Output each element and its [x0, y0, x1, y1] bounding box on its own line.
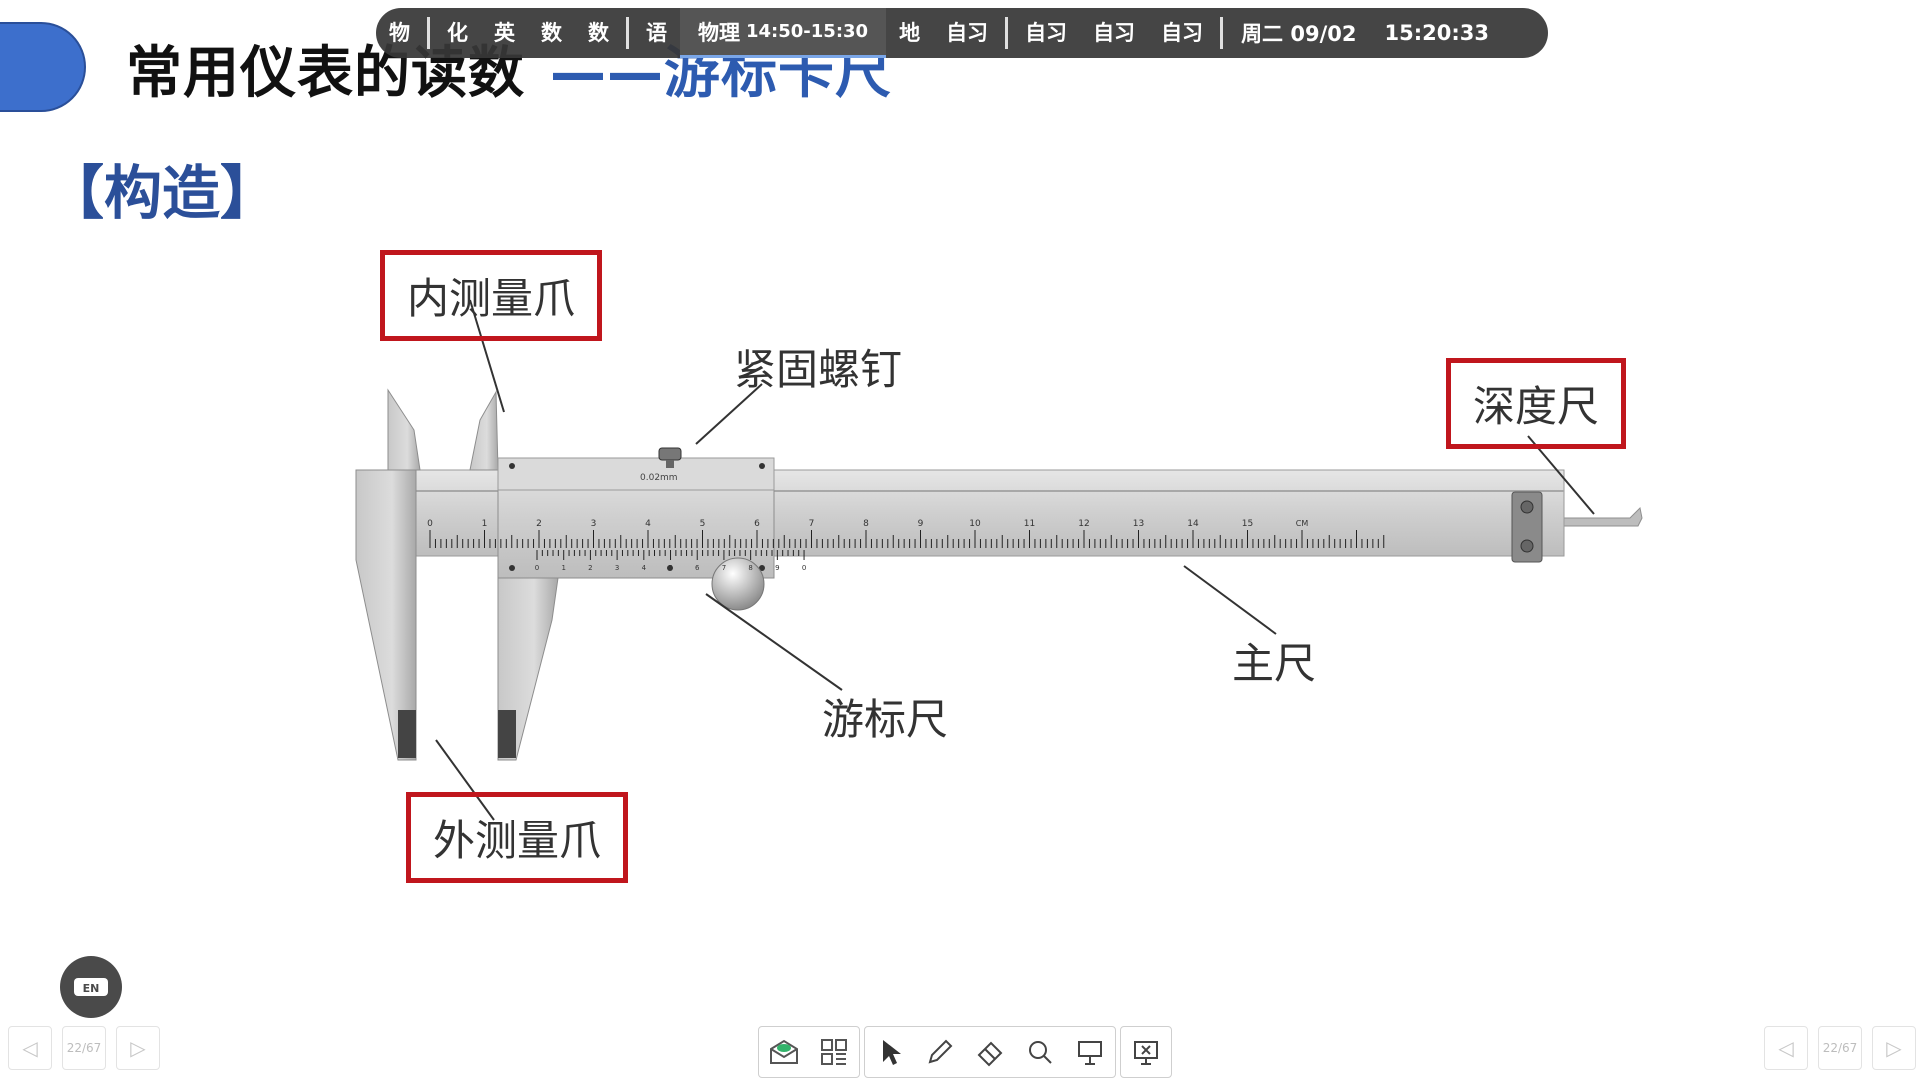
chevron-right-icon: ▷	[1886, 1036, 1902, 1060]
chevron-left-icon: ◁	[22, 1036, 38, 1060]
schedule-item[interactable]: 自习	[1025, 21, 1068, 45]
whiteboard-tool-button[interactable]	[1065, 1027, 1115, 1077]
main-scale-number: 3	[591, 519, 597, 529]
svg-text:EN: EN	[83, 982, 100, 995]
label-depth-rod: 深度尺	[1446, 358, 1627, 449]
class-schedule-bar: 物 化 英 数 数 语 物理 14:50-15:30 地 自习 自习 自习 自习…	[376, 8, 1548, 58]
schedule-clock: 15:20:33	[1384, 21, 1489, 45]
whiteboard-icon	[1078, 1041, 1102, 1065]
schedule-item[interactable]: 数	[541, 21, 562, 45]
moving-inner-jaw	[469, 390, 499, 471]
eraser-icon	[977, 1041, 1003, 1067]
schedule-item[interactable]: 语	[646, 21, 667, 45]
slide-accent-tab	[0, 22, 86, 112]
schedule-item[interactable]: 英	[494, 21, 515, 45]
main-scale-number: 4	[645, 519, 651, 529]
main-scale-number: 8	[863, 519, 869, 529]
vernier-number: 6	[695, 564, 700, 572]
search-icon	[1029, 1041, 1052, 1064]
fixed-inner-jaw	[387, 388, 421, 471]
schedule-item[interactable]: 数	[588, 21, 609, 45]
section-heading: 【构造】	[46, 159, 279, 227]
label-inner-jaw: 内测量爪	[380, 250, 603, 341]
schedule-item[interactable]: 地	[899, 21, 921, 45]
next-page-button-left[interactable]: ▷	[116, 1026, 160, 1070]
lock-screw	[658, 447, 682, 461]
prev-page-button-right[interactable]: ◁	[1764, 1026, 1808, 1070]
chevron-right-icon: ▷	[130, 1036, 146, 1060]
vernier-number: 0	[535, 564, 539, 572]
schedule-item[interactable]: 自习	[946, 21, 989, 45]
schedule-current-period[interactable]: 物理 14:50-15:30	[680, 8, 887, 58]
vernier-number: 4	[642, 564, 647, 572]
label-vernier: 游标尺	[822, 695, 949, 744]
toolbar-group-exit	[1120, 1026, 1172, 1078]
keyboard-en-icon: EN	[74, 978, 108, 996]
vernier-number: 8	[748, 564, 752, 572]
envelope-icon	[770, 1039, 798, 1064]
qr-grid-icon	[821, 1039, 847, 1065]
end-presentation-button[interactable]	[1121, 1027, 1171, 1077]
main-scale-number: 5	[700, 519, 706, 529]
apps-grid-button[interactable]	[809, 1027, 859, 1077]
search-tool-button[interactable]	[1015, 1027, 1065, 1077]
vernier-scale: 0 1 2 3 4 5 6 7 8 9 0	[535, 550, 806, 572]
current-period-time: 14:50-15:30	[746, 21, 869, 42]
vernier-number: 1	[561, 564, 565, 572]
schedule-divider	[626, 17, 629, 49]
main-scale-number: 14	[1187, 519, 1199, 529]
schedule-divider	[427, 17, 430, 49]
main-scale-number: 10	[969, 519, 981, 529]
main-scale-number: 13	[1133, 519, 1144, 529]
toolbar-group-tools	[864, 1026, 1116, 1078]
toolbar-group-apps	[758, 1026, 860, 1078]
envelope-button[interactable]	[759, 1027, 809, 1077]
vernier-number: 7	[722, 564, 726, 572]
fixed-outer-jaw	[355, 469, 417, 761]
main-scale-number: 7	[809, 519, 815, 529]
chevron-left-icon: ◁	[1778, 1036, 1794, 1060]
label-main-scale: 主尺	[1232, 639, 1317, 688]
main-scale-number: 15	[1242, 519, 1253, 529]
vernier-number: 9	[775, 564, 779, 572]
schedule-divider	[1005, 17, 1009, 49]
thumb-wheel	[711, 557, 765, 611]
schedule-item[interactable]: 自习	[1093, 21, 1136, 45]
main-scale-number: 9	[918, 519, 924, 529]
main-scale-number: 11	[1024, 519, 1035, 529]
schedule-item[interactable]: 物	[389, 21, 410, 45]
vernier-number: 2	[588, 564, 592, 572]
eraser-tool-button[interactable]	[965, 1027, 1015, 1077]
annotation-toolbar	[758, 1026, 1176, 1078]
pen-icon	[928, 1039, 953, 1064]
main-scale-number: 1	[482, 519, 488, 529]
vernier-number: 0	[802, 564, 806, 572]
pointer-tool-button[interactable]	[865, 1027, 915, 1077]
unit-label: CM	[1296, 519, 1309, 528]
vernier-number: 5	[668, 564, 672, 572]
prev-page-button-left[interactable]: ◁	[8, 1026, 52, 1070]
schedule-divider	[1220, 17, 1224, 49]
close-screen-icon	[1134, 1041, 1158, 1065]
language-toggle-button[interactable]: EN	[60, 956, 122, 1018]
main-scale-number: 0	[427, 519, 433, 529]
page-indicator-right[interactable]: 22/67	[1818, 1026, 1862, 1070]
label-outer-jaw: 外测量爪	[406, 792, 629, 883]
current-subject: 物理	[698, 20, 740, 45]
schedule-item[interactable]: 自习	[1161, 21, 1204, 45]
main-scale-number: 6	[754, 519, 760, 529]
main-scale-number: 2	[536, 519, 542, 529]
pointer-icon	[883, 1040, 901, 1065]
pen-tool-button[interactable]	[915, 1027, 965, 1077]
page-indicator-left[interactable]: 22/67	[62, 1026, 106, 1070]
label-lock-screw: 紧固螺钉	[734, 345, 903, 394]
vernier-number: 3	[615, 564, 619, 572]
main-scale-number: 12	[1078, 519, 1089, 529]
next-page-button-right[interactable]: ▷	[1872, 1026, 1916, 1070]
schedule-item[interactable]: 化	[447, 21, 468, 45]
schedule-date: 周二 09/02	[1241, 22, 1357, 46]
precision-label: 0.02mm	[640, 473, 678, 483]
